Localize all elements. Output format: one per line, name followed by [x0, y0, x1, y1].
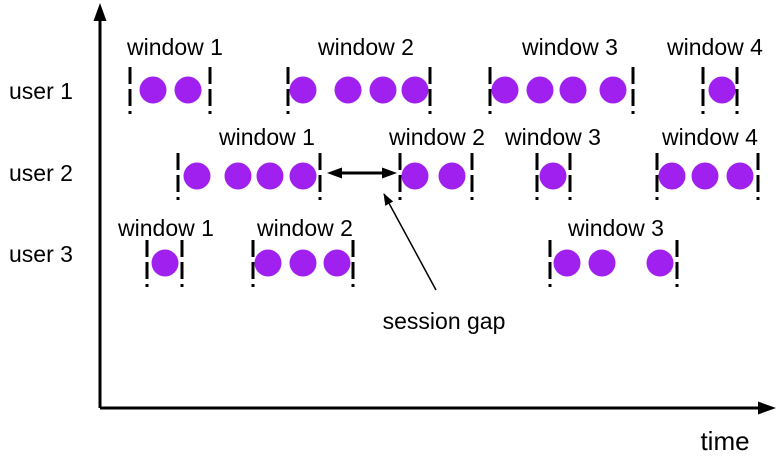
session-window: window 2 [251, 215, 355, 287]
event-dot [183, 162, 211, 190]
event-dot [401, 76, 429, 104]
window-label: window 2 [317, 34, 414, 60]
user-row: user 1 window 1 window 2 window 3 window 4 [9, 34, 763, 114]
session-window: window 2 [388, 124, 485, 200]
event-dot [289, 76, 317, 104]
user-row: user 2 window 1 window 2 window 3 window 4 [9, 124, 760, 200]
annotation-pointer-line [383, 193, 437, 291]
event-dot [708, 76, 736, 104]
window-label: window 3 [504, 124, 601, 150]
event-dot [401, 162, 429, 190]
event-dot [174, 76, 202, 104]
session-window: window 3 [504, 124, 601, 200]
user-label: user 3 [9, 241, 73, 267]
event-dot [599, 76, 627, 104]
event-dot [658, 162, 686, 190]
session-gap-label: session gap [383, 308, 506, 334]
window-label: window 4 [666, 34, 763, 60]
window-label: window 3 [521, 34, 618, 60]
event-dot [151, 249, 179, 277]
x-axis [100, 401, 776, 415]
event-dot [323, 249, 351, 277]
gap-arrowhead-right-icon [382, 167, 397, 179]
event-dot [553, 249, 581, 277]
event-dot [559, 76, 587, 104]
event-dot [691, 162, 719, 190]
window-label: window 3 [567, 215, 664, 241]
window-label: window 2 [388, 124, 485, 150]
event-dot [539, 162, 567, 190]
window-label: window 1 [126, 34, 223, 60]
user-label: user 2 [9, 160, 73, 186]
event-dot [289, 249, 317, 277]
window-label: window 1 [218, 124, 315, 150]
event-dot [491, 76, 519, 104]
event-dot [438, 162, 466, 190]
session-window: window 1 [176, 124, 322, 200]
event-dot [224, 162, 252, 190]
x-axis-arrowhead-icon [758, 401, 776, 415]
event-dot [646, 249, 674, 277]
event-dot [289, 162, 317, 190]
event-dot [726, 162, 754, 190]
window-label: window 2 [256, 215, 353, 241]
session-window: window 1 [117, 215, 214, 287]
gap-arrowhead-left-icon [327, 167, 342, 179]
event-dot [139, 76, 167, 104]
event-dot [588, 249, 616, 277]
y-axis [93, 3, 107, 408]
session-window: window 4 [655, 124, 760, 200]
y-axis-arrowhead-icon [93, 3, 107, 21]
event-dot [254, 249, 282, 277]
session-window: window 4 [666, 34, 763, 114]
event-dot [526, 76, 554, 104]
window-label: window 4 [661, 124, 758, 150]
session-gap-annotation: session gap [383, 193, 506, 334]
user-row: user 3 window 1 window 2 window 3 [9, 215, 679, 287]
event-dot [369, 76, 397, 104]
session-window: window 3 [488, 34, 635, 114]
session-window: window 1 [126, 34, 223, 114]
x-axis-label: time [700, 426, 749, 456]
window-label: window 1 [117, 215, 214, 241]
event-dot [334, 76, 362, 104]
event-dot [256, 162, 284, 190]
user-label: user 1 [9, 78, 73, 104]
session-window: window 2 [286, 34, 432, 114]
session-gap-arrow [327, 167, 397, 179]
session-window: window 3 [548, 215, 679, 287]
